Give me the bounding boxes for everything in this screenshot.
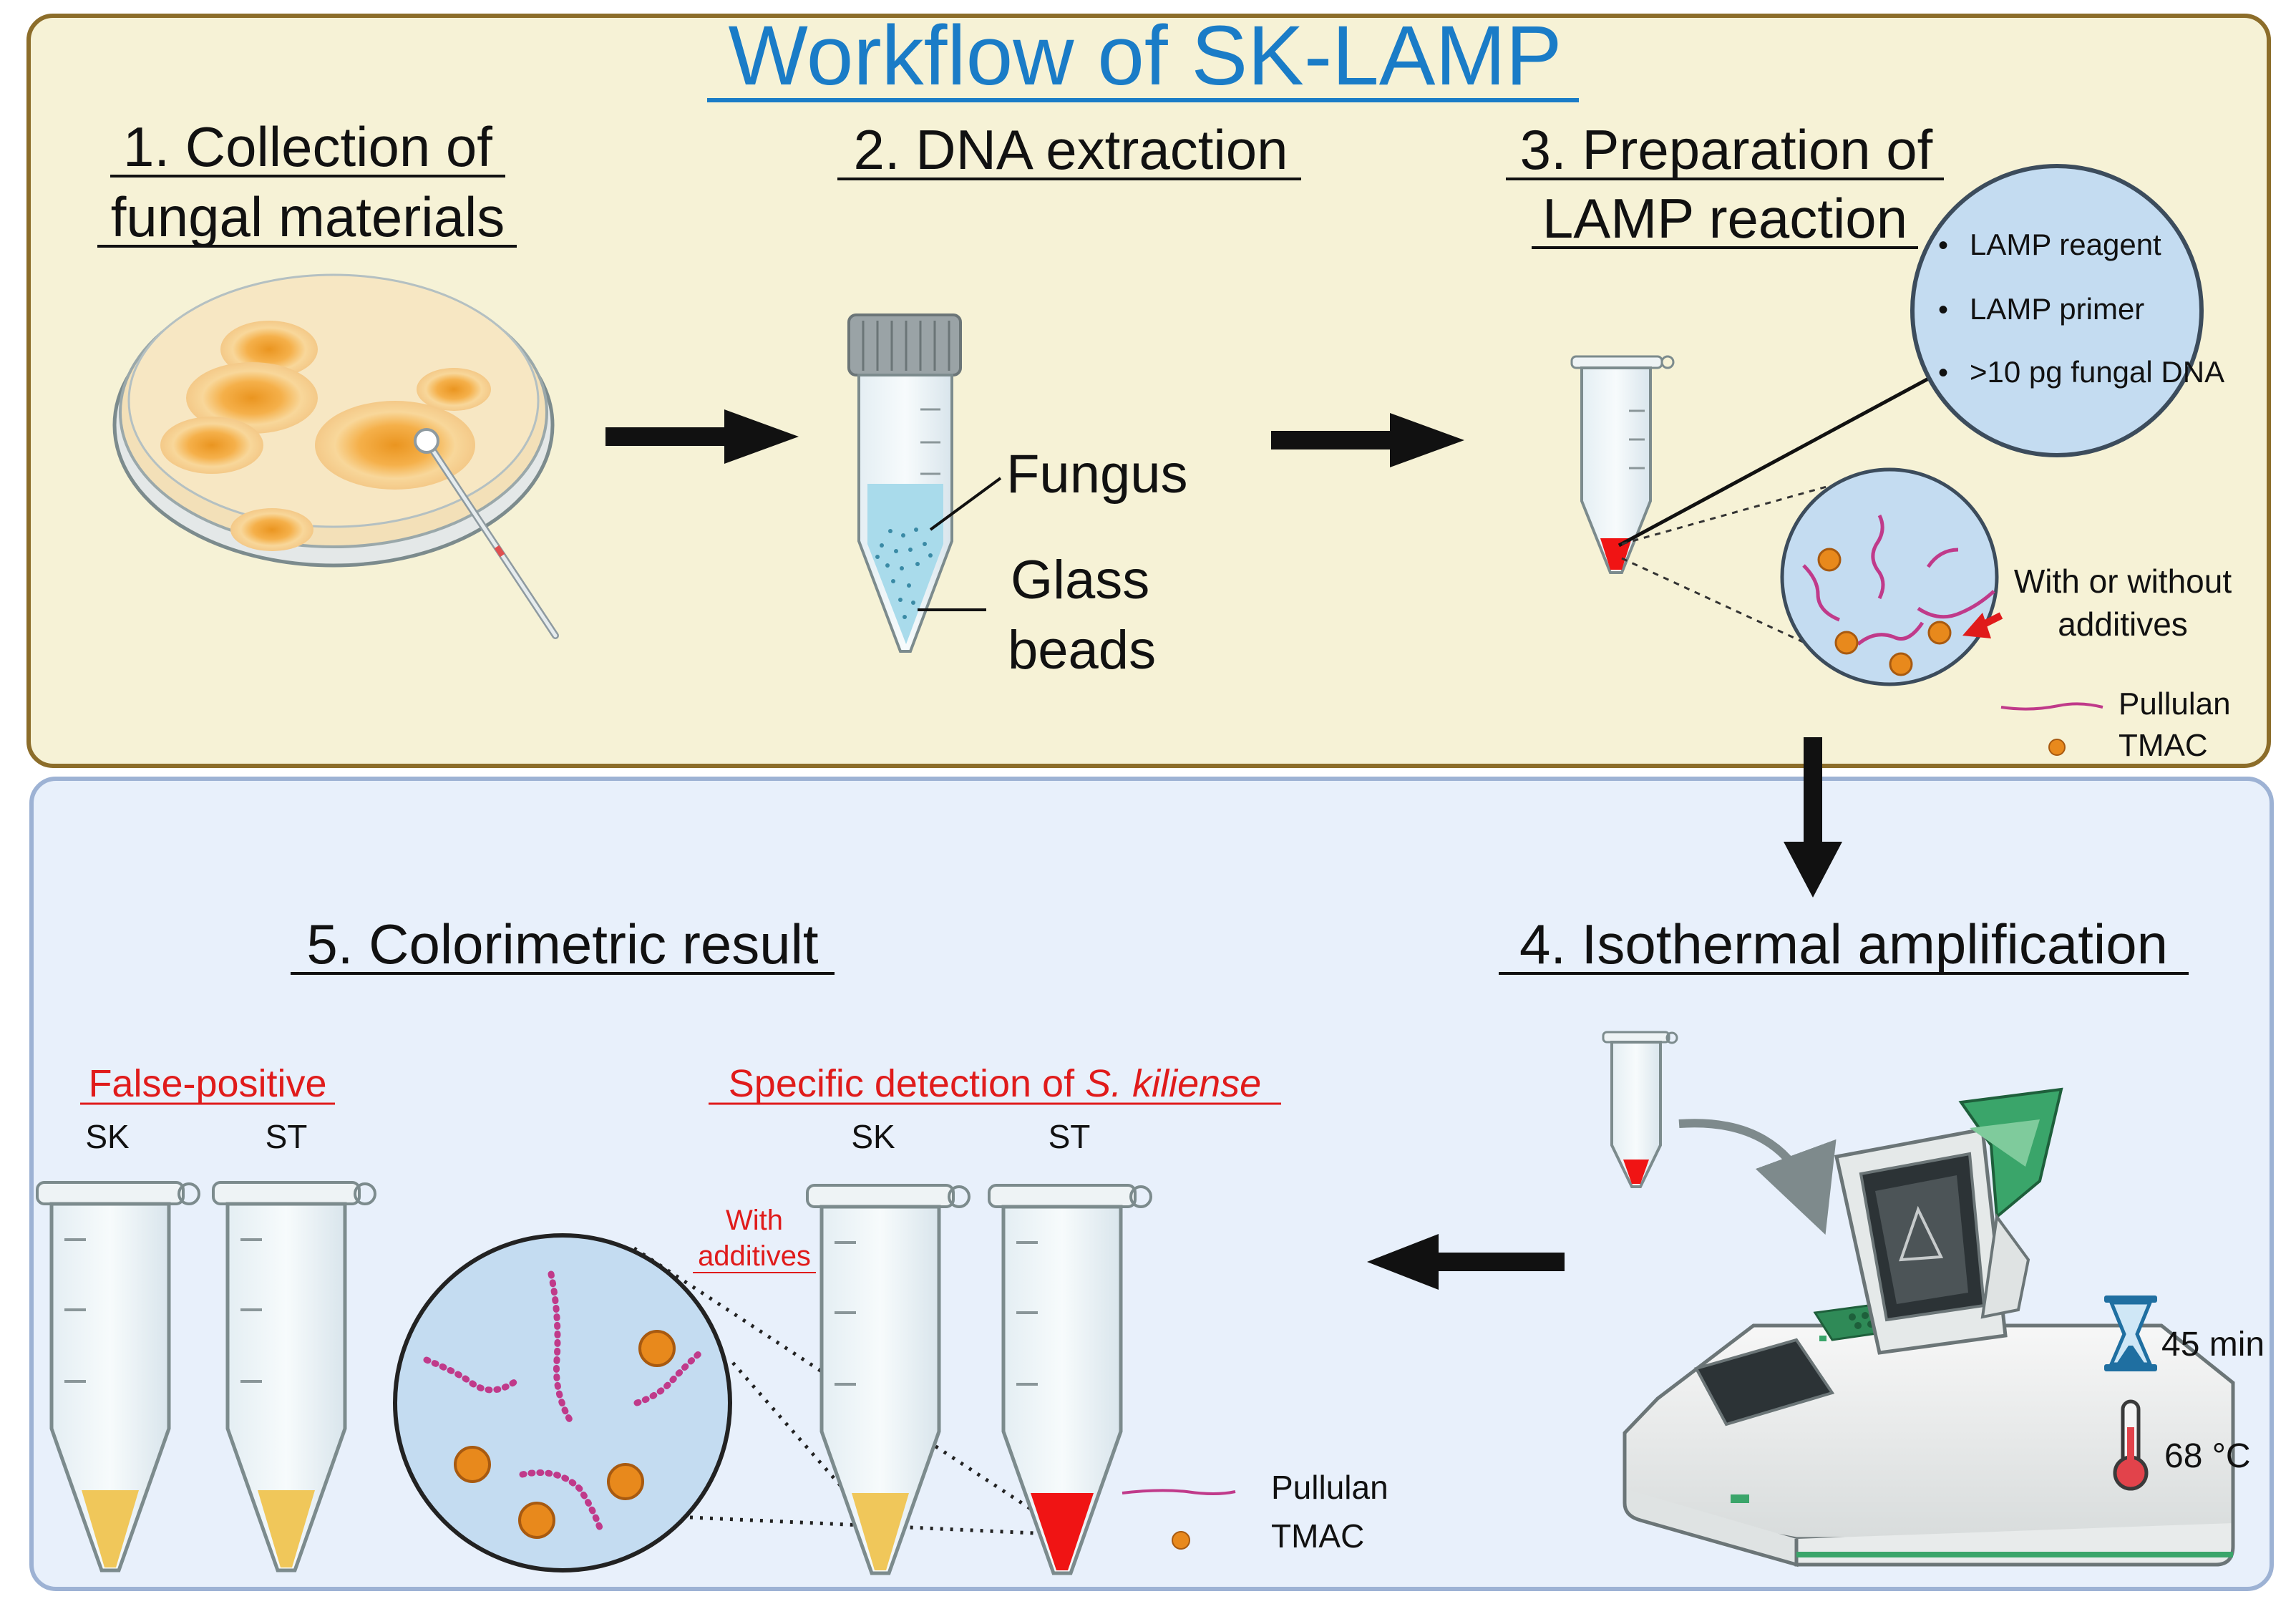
- result-tube-negative: [36, 1181, 200, 1572]
- step2-heading: 2. DNA extraction: [854, 118, 1288, 181]
- step3-heading-line1: 3. Preparation of: [1520, 118, 1933, 181]
- component-item: >10 pg fungal DNA: [1970, 355, 2224, 389]
- extraction-tube: [847, 313, 1002, 653]
- step3-heading-line2: LAMP reaction: [1542, 187, 1907, 250]
- pullulan-strand: [1871, 514, 1885, 600]
- tmac-particle: [1817, 548, 1842, 572]
- additives-note-line1: With or without: [2014, 563, 2232, 600]
- result-zoom-bubble: [393, 1233, 732, 1572]
- legend-pullulan-swatch: [1122, 1489, 1236, 1495]
- step4-heading: 4. Isothermal amplification: [1519, 913, 2168, 976]
- arrow-left: [1367, 1234, 1565, 1290]
- fungus-label: Fungus: [1006, 444, 1188, 505]
- fungus-pointer: [929, 477, 1002, 531]
- fungal-colony: [230, 508, 313, 551]
- fungal-colony: [186, 362, 318, 434]
- tube-label: SK: [85, 1118, 130, 1155]
- diagram-title: Workflow of SK-LAMP: [728, 9, 1562, 103]
- warning-triangle-icon: [1899, 1205, 1944, 1262]
- red-arrow: [1962, 612, 2003, 638]
- legend-tmac-label: TMAC: [1271, 1517, 1364, 1555]
- specific-detection-label: Specific detection of S. kiliense: [729, 1062, 1261, 1105]
- swab-tip: [414, 428, 439, 454]
- arrow-down: [1784, 737, 1842, 898]
- specific-detection-prefix: Specific detection of: [729, 1062, 1085, 1105]
- step5-heading: 5. Colorimetric result: [306, 913, 819, 976]
- reaction-components-bubble: [1910, 164, 2204, 457]
- pullulan-strand: [423, 1356, 519, 1394]
- tmac-particle: [638, 1330, 676, 1367]
- fungal-colony: [160, 417, 263, 474]
- machine-screen: [1694, 1338, 1835, 1426]
- arrow-right-2: [1271, 413, 1464, 467]
- top-panel: [26, 14, 2271, 768]
- tmac-particle: [1889, 652, 1913, 676]
- pullulan-strand: [1917, 590, 1995, 619]
- zoom-line-top: [1621, 485, 1827, 545]
- glass-beads-label-line2: beads: [1008, 620, 1156, 681]
- result-tube-positive: [988, 1184, 1152, 1575]
- legend-pullulan-label: Pullulan: [2119, 686, 2231, 721]
- legend-tmac-label: TMAC: [2119, 728, 2208, 763]
- thermal-cycler: [1623, 1087, 2235, 1567]
- species-name: S. kiliense: [1085, 1062, 1261, 1105]
- false-positive-label: False-positive: [88, 1062, 326, 1105]
- tmac-particle: [454, 1446, 491, 1483]
- hourglass-icon: [2104, 1296, 2157, 1371]
- pullulan-strand: [1857, 621, 1925, 646]
- incubation-time: 45 min: [2161, 1326, 2265, 1363]
- component-bullet: •: [1938, 357, 1948, 389]
- additives-zoom-bubble: [1780, 467, 1999, 686]
- additives-note-line2: additives: [2058, 606, 2188, 643]
- tmac-particle: [607, 1463, 644, 1500]
- insert-arrow: [1678, 1119, 1837, 1235]
- pullulan-strand: [633, 1349, 704, 1406]
- component-item: LAMP primer: [1970, 292, 2144, 326]
- tmac-particle: [1834, 631, 1859, 655]
- legend-tmac-swatch: [1172, 1531, 1190, 1550]
- legend-pullulan-swatch: [2000, 702, 2103, 711]
- fungal-colony: [315, 401, 475, 490]
- tube-label: SK: [851, 1118, 895, 1155]
- result-tube-negative: [806, 1184, 971, 1575]
- with-additives-label-line1: With: [726, 1205, 783, 1236]
- result-tube-negative: [212, 1181, 376, 1572]
- component-pointer: [1618, 374, 1934, 548]
- tube-label: ST: [1049, 1118, 1091, 1155]
- arrow-right-1: [605, 409, 799, 464]
- glass-beads-label-line1: Glass: [1011, 550, 1149, 611]
- pullulan-strand: [548, 1270, 576, 1428]
- petri-dish: [112, 273, 559, 639]
- lamp-reaction-tube: [1570, 355, 1675, 574]
- fungal-colony: [417, 368, 491, 411]
- pullulan-strand: [1802, 564, 1840, 622]
- sample-tube-small: [1602, 1031, 1678, 1188]
- component-bullet: •: [1938, 230, 1948, 261]
- step1-heading-line1: 1. Collection of: [123, 115, 492, 178]
- zoom-line-bottom: [1621, 557, 1827, 654]
- with-additives-label-line2: additives: [698, 1240, 811, 1272]
- tmac-particle: [518, 1502, 555, 1539]
- step1-heading-line2: fungal materials: [111, 185, 505, 248]
- pullulan-strand: [519, 1469, 605, 1535]
- component-bullet: •: [1938, 294, 1948, 326]
- legend-tmac-swatch: [2048, 739, 2066, 756]
- thermometer-icon: [2113, 1399, 2149, 1491]
- incubation-temperature: 68 °C: [2164, 1437, 2251, 1475]
- tmac-particle: [1927, 621, 1952, 645]
- component-item: LAMP reagent: [1970, 228, 2161, 261]
- legend-pullulan-label: Pullulan: [1271, 1469, 1388, 1506]
- pullulan-strand: [1926, 548, 1959, 568]
- tube-label: ST: [266, 1118, 308, 1155]
